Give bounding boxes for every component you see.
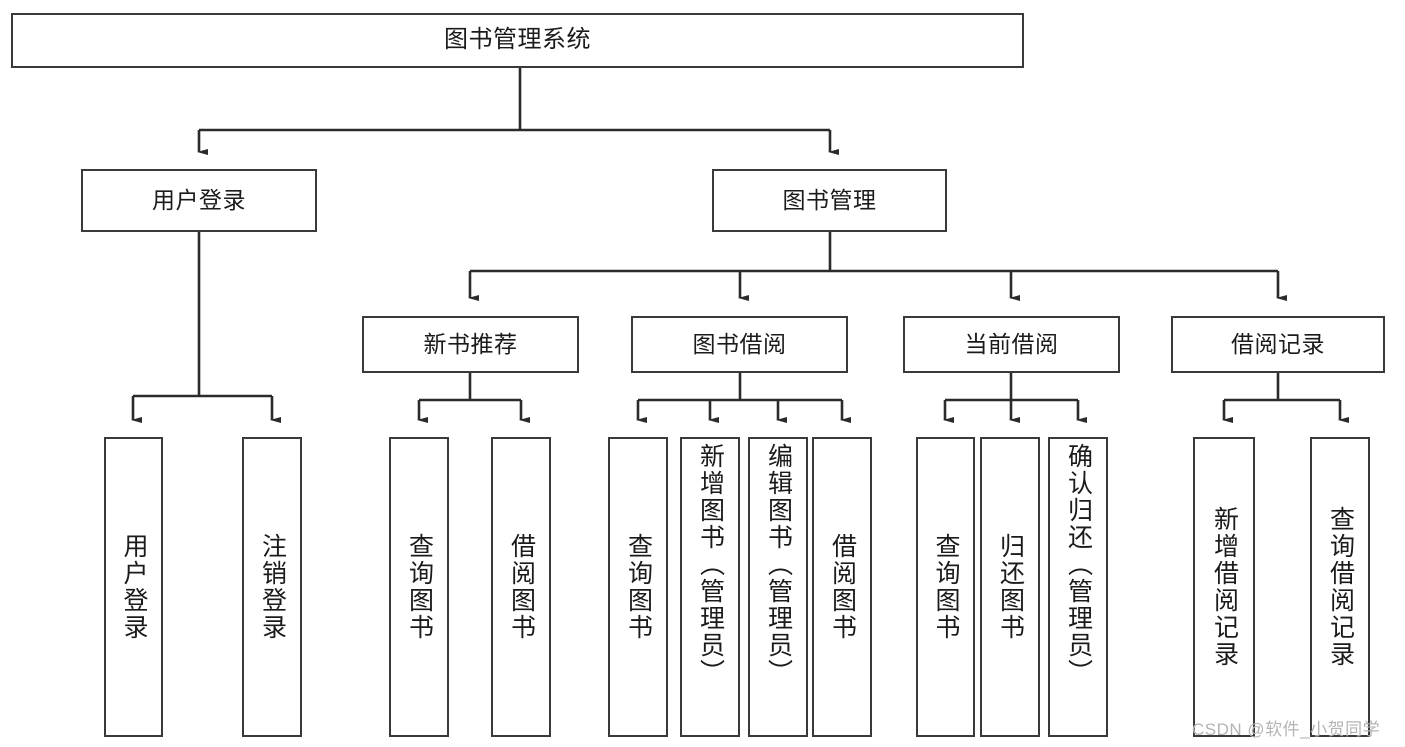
node-label: 归还图书 xyxy=(996,533,1025,641)
leaf-return-books[interactable]: 归还图书 xyxy=(980,437,1040,737)
leaf-borrow-books-recommend[interactable]: 借阅图书 xyxy=(491,437,551,737)
node-label: 借阅记录 xyxy=(1231,330,1325,357)
node-root-library-system[interactable]: 图书管理系统 xyxy=(11,13,1024,68)
node-book-management[interactable]: 图书管理 xyxy=(712,169,947,232)
node-label: 当前借阅 xyxy=(964,330,1059,357)
node-book-borrow[interactable]: 图书借阅 xyxy=(631,316,848,373)
node-label: 新增借阅记录 xyxy=(1210,506,1239,668)
leaf-query-books-recommend[interactable]: 查询图书 xyxy=(389,437,449,737)
leaf-query-books-current[interactable]: 查询图书 xyxy=(916,437,975,737)
leaf-borrow-books[interactable]: 借阅图书 xyxy=(812,437,872,737)
leaf-query-borrow-record[interactable]: 查询借阅记录 xyxy=(1310,437,1370,737)
node-label: 借阅图书 xyxy=(507,533,536,641)
node-label: 查询图书 xyxy=(932,533,960,641)
node-label: 新增图书（管理员） xyxy=(696,443,725,686)
leaf-add-borrow-record[interactable]: 新增借阅记录 xyxy=(1193,437,1255,737)
node-new-book-recommend[interactable]: 新书推荐 xyxy=(362,316,579,373)
node-label: 图书管理系统 xyxy=(444,26,591,54)
node-label: 查询图书 xyxy=(405,533,434,641)
node-label: 用户登录 xyxy=(120,533,148,641)
leaf-logout[interactable]: 注销登录 xyxy=(242,437,302,737)
node-label: 图书借阅 xyxy=(692,330,787,357)
leaf-edit-book-admin[interactable]: 编辑图书（管理员） xyxy=(748,437,808,737)
node-label: 查询借阅记录 xyxy=(1326,506,1355,668)
node-current-borrow[interactable]: 当前借阅 xyxy=(903,316,1120,373)
node-label: 确认归还（管理员） xyxy=(1064,443,1093,686)
node-label: 注销登录 xyxy=(258,533,287,641)
node-label: 新书推荐 xyxy=(423,330,518,357)
node-user-login[interactable]: 用户登录 xyxy=(81,169,317,232)
leaf-confirm-return-admin[interactable]: 确认归还（管理员） xyxy=(1048,437,1108,737)
node-borrow-records[interactable]: 借阅记录 xyxy=(1171,316,1385,373)
leaf-query-books-borrow[interactable]: 查询图书 xyxy=(608,437,668,737)
node-label: 用户登录 xyxy=(152,186,246,213)
node-label: 借阅图书 xyxy=(828,533,857,641)
leaf-add-book-admin[interactable]: 新增图书（管理员） xyxy=(680,437,740,737)
node-label: 编辑图书（管理员） xyxy=(764,443,793,686)
csdn-watermark: CSDN @软件_小贺同学 xyxy=(1192,720,1381,739)
node-label: 图书管理 xyxy=(782,186,877,213)
leaf-user-login[interactable]: 用户登录 xyxy=(104,437,163,737)
node-label: 查询图书 xyxy=(624,533,653,641)
